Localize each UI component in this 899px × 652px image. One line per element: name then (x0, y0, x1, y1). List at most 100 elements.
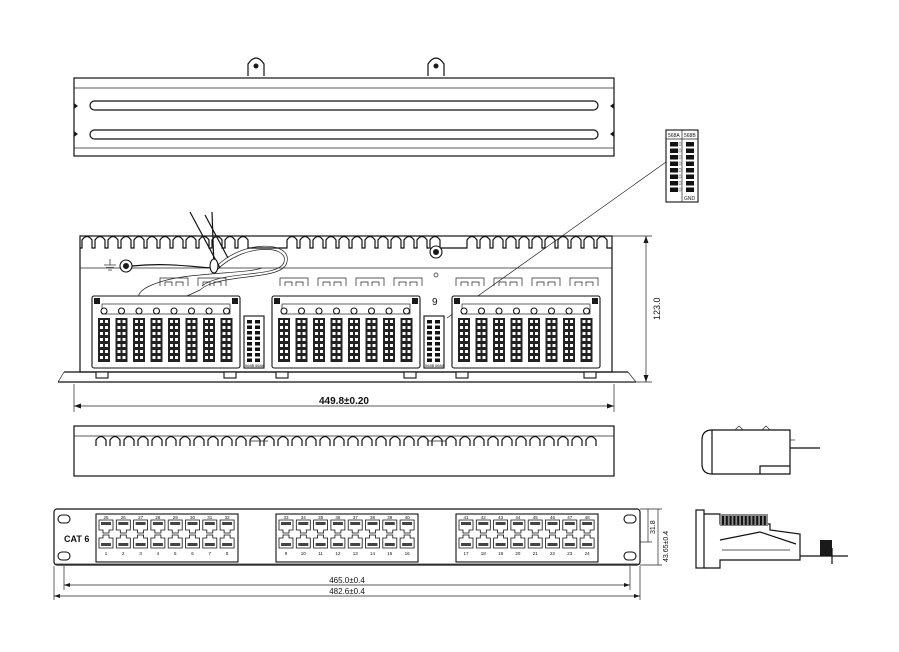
mount-width-label: 465.0±0.4 (329, 576, 365, 585)
port-number-bottom: 19 (498, 551, 504, 556)
wire-block-b (686, 161, 694, 166)
port-number-top: 42 (481, 515, 487, 520)
side-profile-box (712, 429, 791, 475)
top-slot-1 (89, 100, 599, 111)
wire-block-b (686, 155, 694, 160)
port-number-top: 35 (318, 515, 324, 520)
section-number: 9 (432, 297, 438, 308)
port-number-bottom: 4 (157, 551, 160, 556)
port-number-bottom: 18 (481, 551, 487, 556)
bottom-view (73, 425, 615, 477)
port-number-top: 37 (353, 515, 359, 520)
port-number-top: 34 (301, 515, 307, 520)
front-height-tolerance-label: 43.65±0.4 (663, 531, 670, 562)
port-number-bottom: 22 (550, 551, 556, 556)
gnd-label: GND (684, 196, 696, 202)
port-number-top: 26 (121, 515, 127, 520)
port-number-top: 32 (225, 515, 231, 520)
wire-block-a (670, 161, 678, 166)
port-number-top: 31 (207, 515, 213, 520)
port-number-bottom: 9 (285, 551, 288, 556)
module-tag-b: 568B (245, 363, 255, 368)
port-number-top: 28 (155, 515, 161, 520)
port-number-bottom: 8 (226, 551, 229, 556)
module-tag-b: 568B (425, 363, 435, 368)
wire-block-b (686, 181, 694, 186)
port-number-bottom: 20 (515, 551, 521, 556)
port-number-top: 41 (463, 515, 469, 520)
idc-module (451, 295, 601, 379)
port-number-top: 38 (370, 515, 376, 520)
label-holder-row (159, 277, 599, 286)
port-number-bottom: 23 (567, 551, 573, 556)
port-number-top: 27 (138, 515, 144, 520)
port-group: 41 17 42 18 43 19 44 20 45 21 46 22 47 23 48 24 (455, 513, 599, 563)
port-number-top: 33 (283, 515, 289, 520)
front-height-label: 31.8 (650, 520, 657, 534)
idc-module (271, 295, 421, 379)
port-number-bottom: 16 (405, 551, 411, 556)
port-number-top: 46 (550, 515, 556, 520)
port-number-bottom: 1 (105, 551, 108, 556)
idc-module (91, 295, 241, 379)
port-number-top: 48 (585, 515, 591, 520)
port-number-top: 43 (498, 515, 504, 520)
top-slot-2 (89, 129, 599, 140)
port-number-bottom: 17 (463, 551, 469, 556)
port-number-top: 25 (103, 515, 109, 520)
module-tag-a: 568A (435, 363, 445, 368)
bottom-cable-comb (95, 435, 597, 446)
detail-leader-line (446, 161, 667, 319)
port-number-bottom: 2 (122, 551, 125, 556)
port-number-bottom: 7 (209, 551, 212, 556)
wire-block-b (686, 168, 694, 173)
wire-block-a (670, 148, 678, 153)
port-number-bottom: 5 (174, 551, 177, 556)
cable-manager-comb (80, 235, 612, 249)
wire-block-b (686, 187, 694, 192)
top-view (73, 57, 615, 157)
top-plate (73, 77, 615, 157)
wiring-568a-label: 568A (668, 133, 680, 139)
ground-cable (119, 211, 288, 305)
port-number-top: 39 (387, 515, 393, 520)
port-number-top: 30 (190, 515, 196, 520)
port-number-top: 44 (515, 515, 521, 520)
port-number-bottom: 11 (318, 551, 323, 556)
port-number-top: 36 (335, 515, 341, 520)
wire-block-b (686, 148, 694, 153)
port-number-bottom: 13 (353, 551, 359, 556)
port-number-bottom: 12 (335, 551, 341, 556)
front-panel (53, 508, 641, 566)
side-view-top (701, 425, 820, 475)
cat6-label: CAT 6 (64, 534, 89, 544)
wire-block-a (670, 174, 678, 179)
bottom-plate (73, 425, 615, 477)
port-number-top: 47 (567, 515, 573, 520)
port-number-bottom: 15 (387, 551, 393, 556)
inner-width-dimension-label: 449.8±0.20 (319, 396, 369, 407)
wire-block-a (670, 155, 678, 160)
wire-block-b (686, 142, 694, 147)
port-number-bottom: 6 (191, 551, 194, 556)
wire-block-a (670, 181, 678, 186)
wiring-568b-label: 568B (684, 133, 696, 139)
side-view-bottom (695, 509, 848, 569)
port-number-top: 45 (533, 515, 539, 520)
port-number-top: 29 (173, 515, 179, 520)
wire-block-a (670, 168, 678, 173)
port-number-top: 40 (405, 515, 411, 520)
mount-tab-right (427, 57, 445, 76)
port-number-bottom: 14 (370, 551, 376, 556)
wire-block-a (670, 187, 678, 192)
port-number-bottom: 24 (585, 551, 591, 556)
port-number-bottom: 21 (533, 551, 539, 556)
overall-width-label: 482.6±0.4 (329, 587, 365, 596)
module-tag-a: 568A (255, 363, 265, 368)
height-dimension-label: 123.0 (652, 297, 662, 320)
